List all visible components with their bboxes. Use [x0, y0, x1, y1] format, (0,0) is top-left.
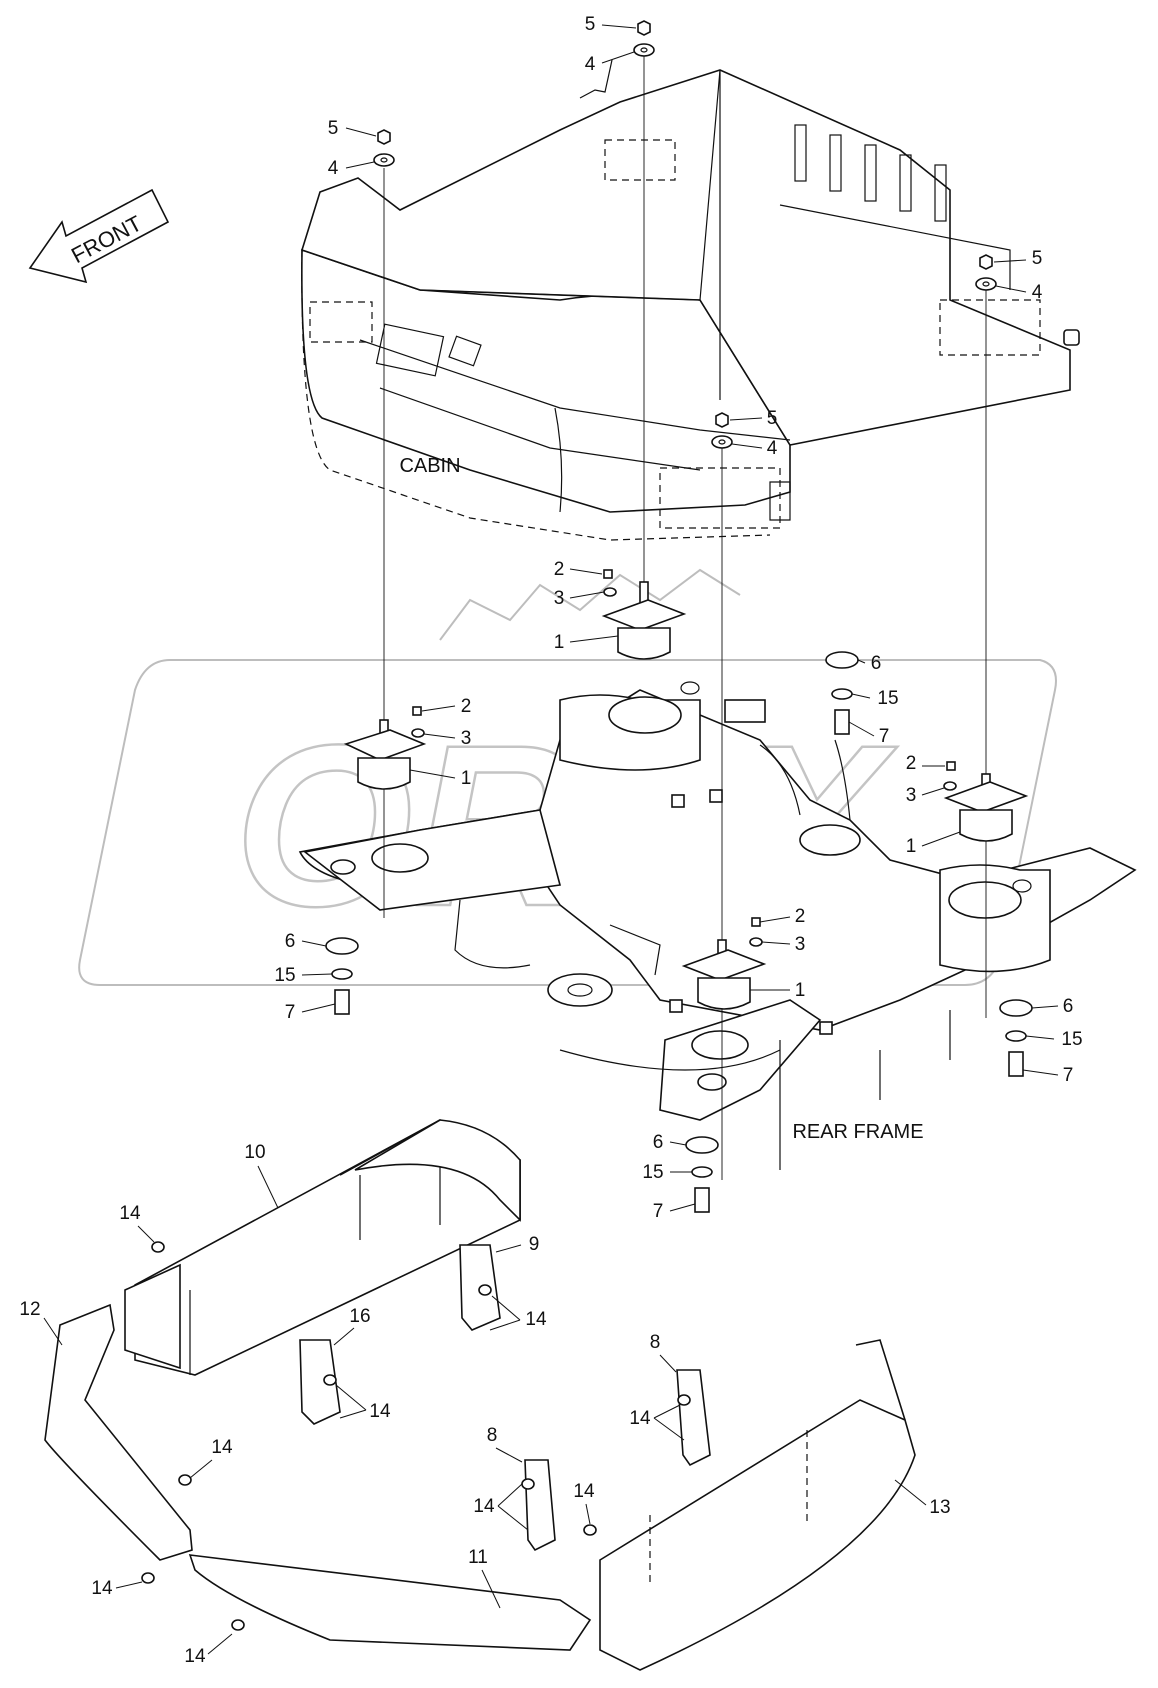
- callout: 14: [573, 1481, 595, 1502]
- callout: 4: [585, 54, 596, 75]
- callout: 8: [650, 1332, 661, 1353]
- callout: 5: [328, 118, 339, 139]
- callout: 7: [285, 1002, 296, 1023]
- callout: 4: [1032, 282, 1043, 303]
- callout: 2: [554, 559, 565, 580]
- callout: 11: [468, 1547, 488, 1568]
- mount-rear-center: [601, 20, 687, 660]
- callout: 8: [487, 1425, 498, 1446]
- callout: 14: [525, 1309, 547, 1330]
- callout: 13: [929, 1497, 950, 1518]
- cabin-window-slots: [794, 124, 947, 222]
- front-arrow: FRONT: [28, 188, 170, 284]
- callout: 9: [529, 1234, 540, 1255]
- mount-right: [943, 254, 1033, 1077]
- callout: 4: [328, 158, 339, 179]
- cabin: CABIN: [301, 59, 1080, 541]
- callout: 5: [585, 14, 596, 35]
- callout: 7: [879, 726, 890, 747]
- callout: 7: [653, 1201, 664, 1222]
- callout: 1: [795, 980, 806, 1001]
- callout: 4: [767, 438, 778, 459]
- callout: 1: [461, 768, 472, 789]
- callout: 1: [554, 632, 565, 653]
- rear-covers: [44, 1119, 916, 1671]
- callout: 7: [1063, 1065, 1074, 1086]
- mount-front-left: [325, 129, 427, 1015]
- callout: 14: [473, 1496, 495, 1517]
- callout: 12: [19, 1299, 40, 1320]
- callout: 10: [244, 1142, 265, 1163]
- rear-frame: REAR FRAME: [298, 681, 1137, 1170]
- callout: 15: [1061, 1029, 1082, 1050]
- callout: 6: [871, 653, 882, 674]
- callout: 6: [285, 931, 296, 952]
- rear-frame-label: REAR FRAME: [792, 1121, 923, 1143]
- callout: 14: [369, 1401, 391, 1422]
- callout: 3: [906, 785, 917, 806]
- cabin-label: CABIN: [399, 455, 460, 477]
- callout: 14: [211, 1437, 233, 1458]
- callout: 6: [653, 1132, 664, 1153]
- callout: 16: [349, 1306, 370, 1327]
- callout: 15: [877, 688, 898, 709]
- callout: 2: [461, 696, 472, 717]
- mount-axes: [383, 52, 987, 1180]
- callout: 2: [795, 906, 806, 927]
- callout: 6: [1063, 996, 1074, 1017]
- callout: 3: [461, 728, 472, 749]
- callout: 14: [629, 1408, 651, 1429]
- callout: 5: [767, 408, 778, 429]
- callout: 14: [184, 1646, 206, 1667]
- part-callouts: 5 4 5 4 5 4 5 4 2 3 1 2 3 1 6 15 7 2 3: [19, 14, 1082, 1667]
- callout: 15: [274, 965, 295, 986]
- callout: 14: [91, 1578, 113, 1599]
- callout: 14: [119, 1203, 141, 1224]
- callout: 15: [642, 1162, 663, 1183]
- callout: 3: [795, 934, 806, 955]
- callout: 3: [554, 588, 565, 609]
- callout: 1: [906, 836, 917, 857]
- callout: 2: [906, 753, 917, 774]
- callout: 5: [1032, 248, 1043, 269]
